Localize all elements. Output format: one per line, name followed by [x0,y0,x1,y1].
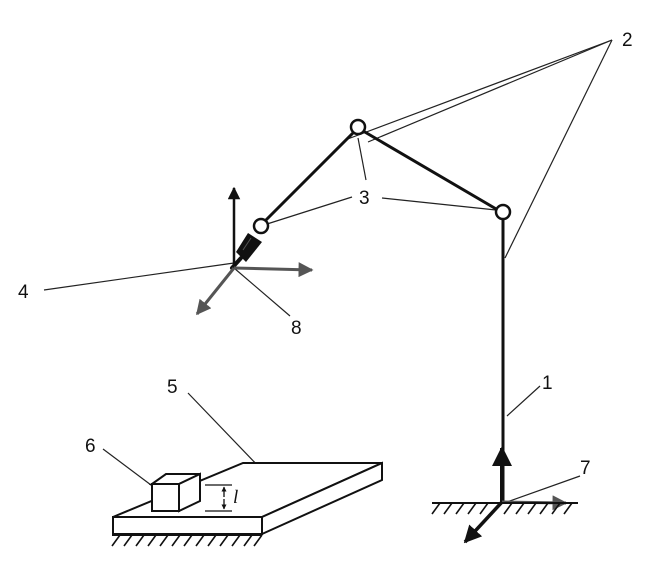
leader-2c [367,39,613,143]
leader-1 [506,385,541,417]
leader-2b [344,39,613,141]
leader-lines [43,39,613,503]
forearm-link [259,126,360,227]
table-side [261,461,383,536]
robot-ground [431,502,578,515]
leader-4 [43,262,235,291]
label-6: 6 [85,436,96,457]
label-5: 5 [167,377,178,398]
label-height: l [233,487,238,508]
joint-shoulder [349,118,367,136]
leader-6 [102,448,156,489]
table-front [112,516,263,535]
leader-2a [504,39,613,259]
workpiece [148,472,201,513]
label-1: 1 [542,373,553,394]
end-effector [230,233,262,270]
label-2: 2 [622,30,633,51]
tool-frame [195,186,314,316]
leader-5 [187,392,263,471]
robot-arm [230,118,512,504]
tool-y-axis [195,267,236,316]
tool-x-axis [233,262,314,278]
base-frame [463,446,568,544]
joint-wrist [252,217,270,235]
workpiece-side [178,472,201,513]
leader-8 [233,267,291,317]
workpiece-front [151,483,180,512]
leader-7 [506,475,581,503]
upper-link [356,126,505,215]
label-8: 8 [291,318,302,339]
leader-3a [266,196,353,225]
leader-3b [357,137,367,181]
joint-base [494,203,512,221]
base-y-axis [463,500,504,544]
leader-3c [381,197,497,211]
height-dimension [205,484,232,512]
label-7: 7 [580,458,591,479]
label-3: 3 [359,188,370,209]
label-4: 4 [18,282,29,303]
